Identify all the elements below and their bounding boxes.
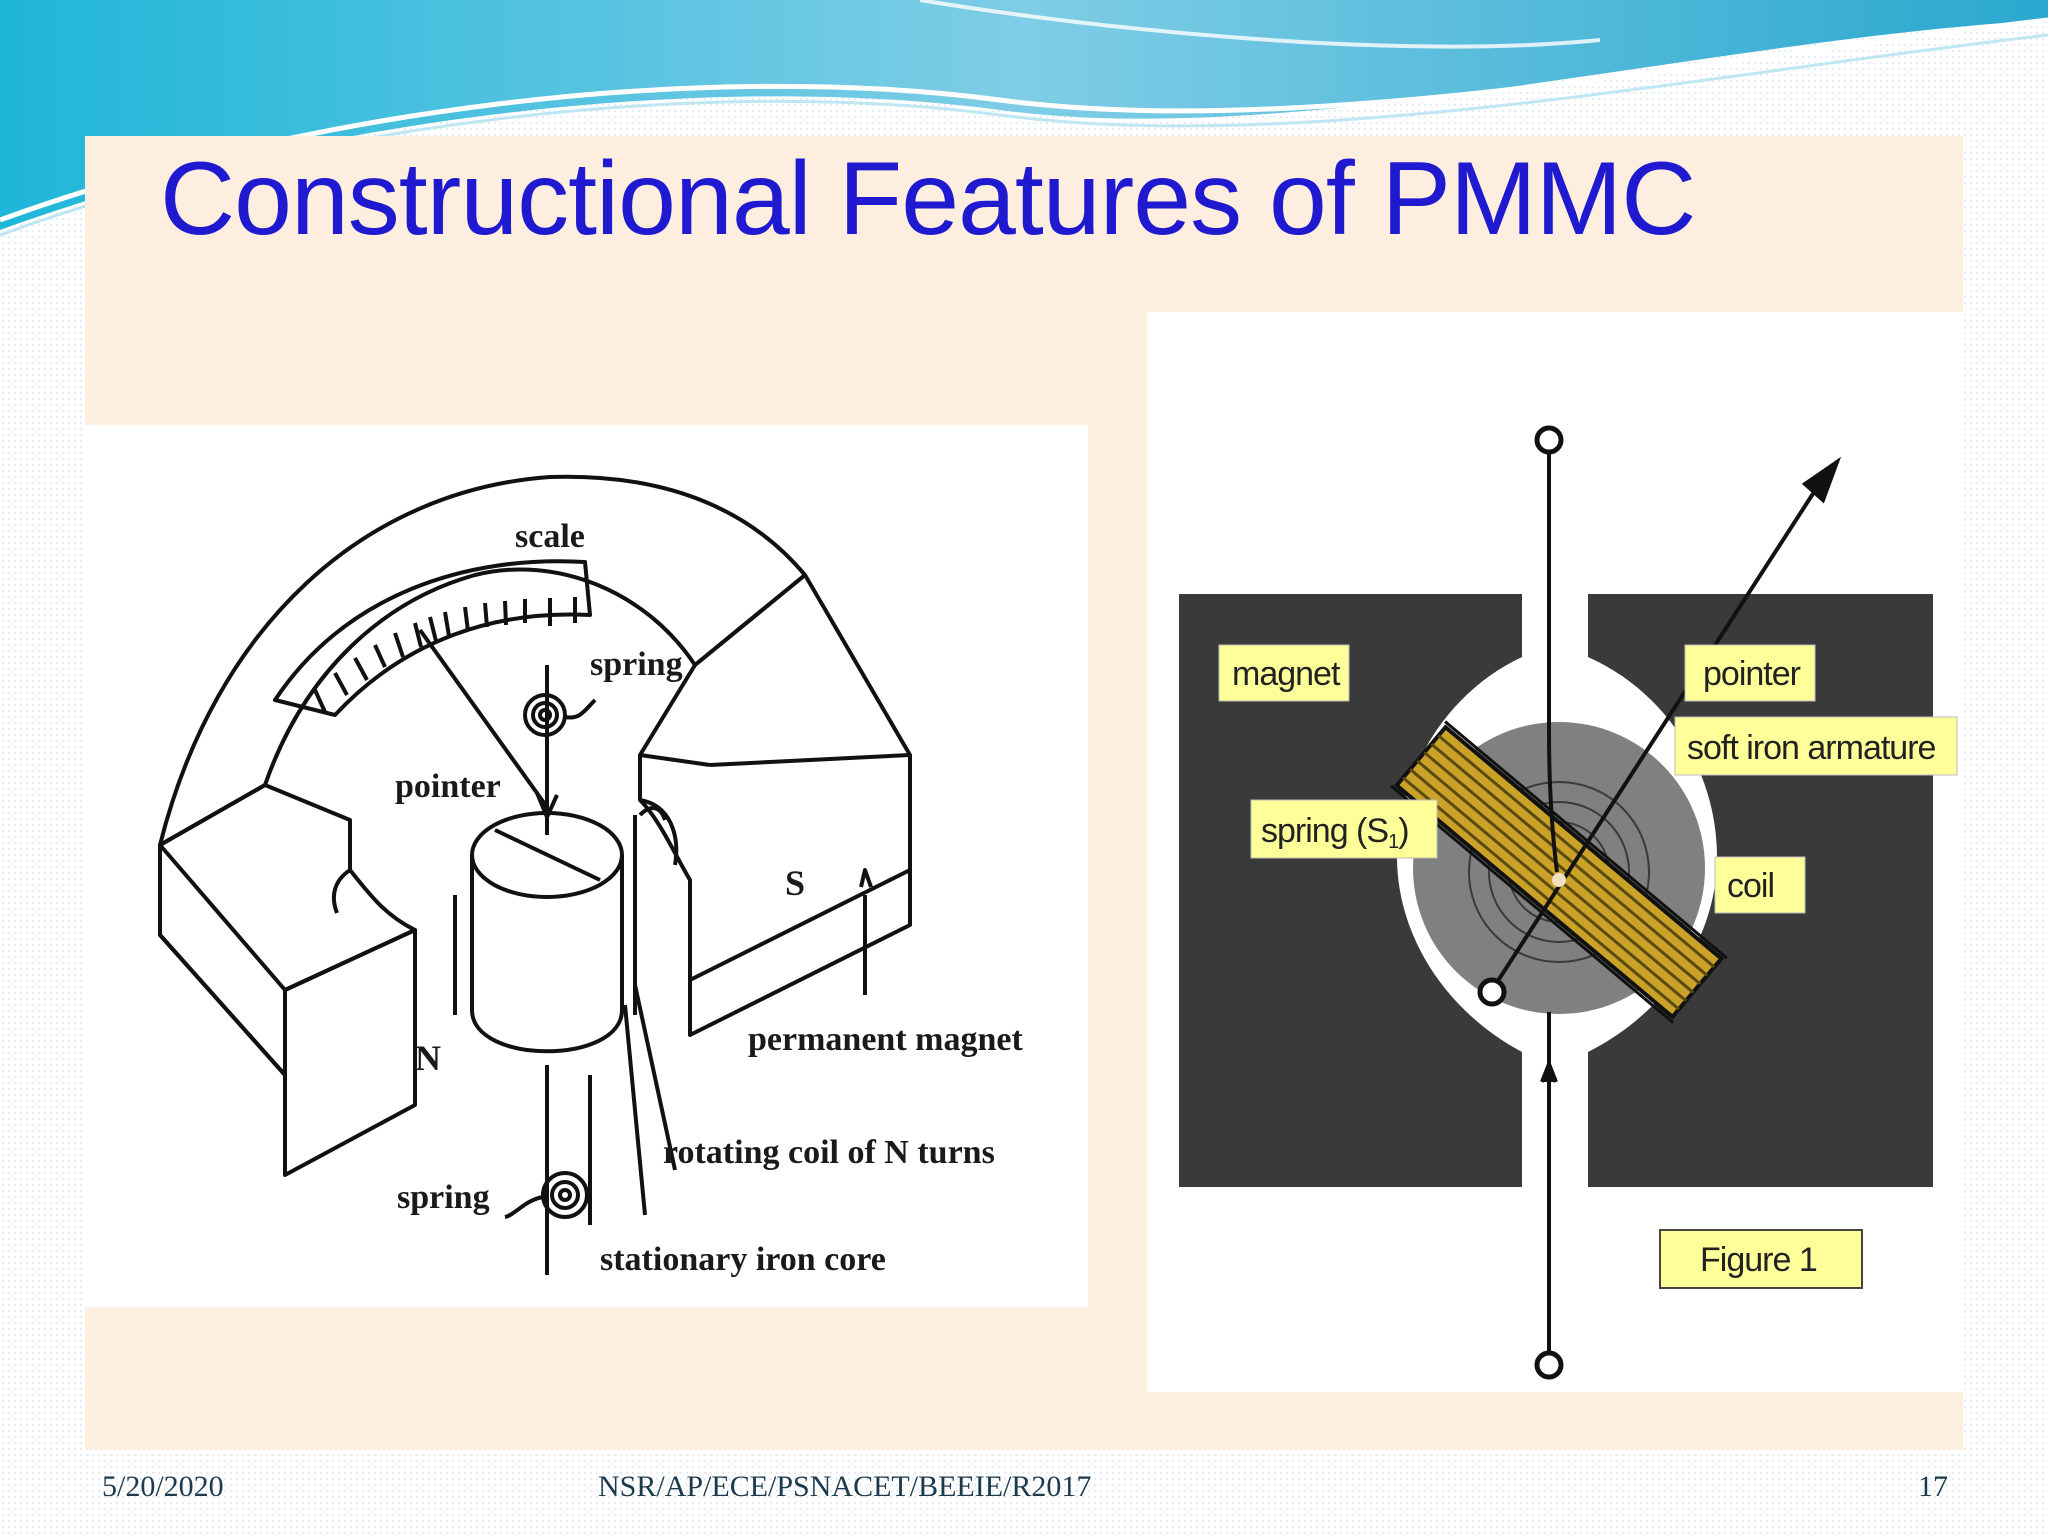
label-pointer: pointer bbox=[1684, 644, 1816, 702]
lead-wire bbox=[1540, 452, 1559, 1352]
footer-page-number: 17 bbox=[1918, 1470, 1948, 1503]
footer-course-code: NSR/AP/ECE/PSNACET/BEEIE/R2017 bbox=[598, 1470, 1092, 1503]
figure-caption: Figure 1 bbox=[1659, 1229, 1863, 1289]
svg-text:spring (S1): spring (S1) bbox=[1261, 812, 1409, 853]
label-spring-s1: spring (S1) bbox=[1250, 799, 1438, 859]
slide-title: Constructional Features of PMMC bbox=[160, 141, 1696, 257]
svg-text:soft iron armature: soft iron armature bbox=[1687, 729, 1936, 767]
pivot bbox=[1552, 873, 1566, 887]
pmmc-3d-diagram-drawing: scale spring pointer S N permanent magne… bbox=[158, 474, 1023, 1278]
svg-text:magnet: magnet bbox=[1232, 655, 1341, 693]
label-n-pole: N bbox=[415, 1038, 441, 1078]
label-permanent-magnet: permanent magnet bbox=[748, 1021, 1023, 1058]
coil bbox=[1390, 720, 1728, 1024]
label-s-pole: S bbox=[785, 863, 805, 903]
label-soft-iron-armature: soft iron armature bbox=[1674, 716, 1958, 776]
svg-text:Figure 1: Figure 1 bbox=[1700, 1241, 1817, 1279]
label-pointer: pointer bbox=[395, 768, 501, 805]
bottom-terminal bbox=[1534, 1350, 1564, 1380]
label-rotating-coil: rotating coil of N turns bbox=[663, 1134, 995, 1171]
pointer-needle bbox=[1490, 456, 1842, 992]
svg-text:coil: coil bbox=[1727, 867, 1774, 905]
label-spring-top: spring bbox=[590, 646, 683, 683]
label-iron-core: stationary iron core bbox=[600, 1241, 886, 1278]
pmmc-3d-diagram: scale spring pointer S N permanent magne… bbox=[85, 425, 1088, 1307]
svg-text:pointer: pointer bbox=[1703, 655, 1801, 693]
spring-anchor bbox=[1477, 977, 1507, 1007]
pmmc-cross-section-diagram: magnet pointer soft iron armature spring… bbox=[1147, 312, 1963, 1392]
top-terminal bbox=[1534, 425, 1564, 455]
label-scale: scale bbox=[515, 518, 585, 555]
label-spring-bottom: spring bbox=[397, 1179, 490, 1216]
label-magnet: magnet bbox=[1218, 644, 1350, 702]
label-coil: coil bbox=[1714, 856, 1806, 914]
pmmc-cross-section-drawing: magnet pointer soft iron armature spring… bbox=[1179, 425, 1958, 1380]
footer-date: 5/20/2020 bbox=[102, 1470, 224, 1503]
